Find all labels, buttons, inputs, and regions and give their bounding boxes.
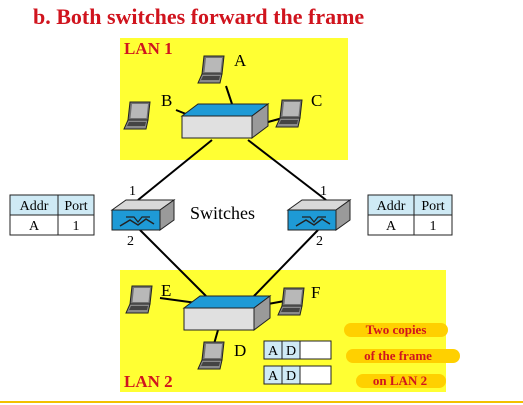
left-switch-port1-label: 1 — [129, 184, 136, 199]
right-table-header-addr: Addr — [377, 199, 406, 214]
station-d-label: D — [234, 341, 246, 360]
station-f-label: F — [311, 283, 320, 302]
right-switch-table: Addr Port A 1 — [367, 194, 453, 236]
lan2-hub-icon — [183, 295, 271, 331]
left-table-cell-addr: A — [29, 219, 40, 234]
switches-label: Switches — [190, 203, 255, 223]
link-a-hub1 — [225, 85, 233, 105]
station-b-label: B — [161, 91, 172, 110]
station-a-label: A — [234, 51, 247, 70]
link-left-switch-hub2 — [139, 229, 207, 297]
right-switch-icon — [287, 199, 351, 231]
frame2-src: A — [268, 369, 279, 384]
lan1-area — [120, 38, 348, 160]
right-table-cell-addr: A — [386, 219, 397, 234]
right-table-cell-port: 1 — [430, 219, 437, 234]
lan1-hub-icon — [181, 103, 269, 139]
frame1-src: A — [268, 344, 279, 359]
left-switch-table: Addr Port A 1 — [9, 194, 95, 236]
lan1-label: LAN 1 — [124, 39, 173, 58]
link-hub1-right-switch — [247, 139, 327, 201]
right-switch-port2-label: 2 — [316, 234, 323, 249]
left-switch-port2-label: 2 — [127, 234, 134, 249]
link-right-switch-hub2 — [253, 229, 319, 297]
link-hub1-left-switch — [137, 139, 213, 201]
left-table-header-port: Port — [64, 199, 87, 214]
frame-note: Two copies of the frame on LAN 2 — [344, 322, 460, 388]
note-line-2: of the frame — [364, 348, 432, 363]
note-line-1: Two copies — [366, 322, 427, 337]
frame-copy-1: A D — [263, 340, 332, 360]
frame1-dst: D — [286, 344, 296, 359]
frame2-dst: D — [286, 369, 296, 384]
right-table-header-port: Port — [421, 199, 444, 214]
left-table-header-addr: Addr — [20, 199, 49, 214]
left-table-cell-port: 1 — [73, 219, 80, 234]
station-e-label: E — [161, 281, 171, 300]
right-switch-port1-label: 1 — [320, 184, 327, 199]
lan2-label: LAN 2 — [124, 372, 173, 391]
diagram-title: b. Both switches forward the frame — [33, 4, 364, 29]
left-switch-icon — [111, 199, 175, 231]
note-line-3: on LAN 2 — [373, 373, 427, 388]
frame-copy-2: A D — [263, 365, 332, 385]
station-c-label: C — [311, 91, 322, 110]
